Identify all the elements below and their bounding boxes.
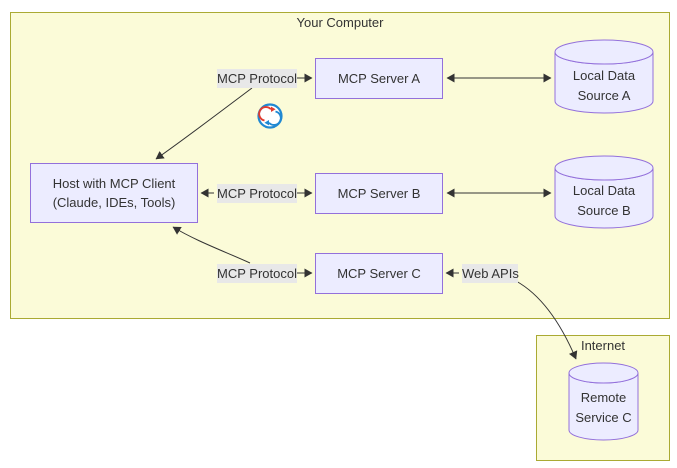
- your-computer-group-label: Your Computer: [296, 15, 384, 30]
- node-mcp-server-c: MCP Server C: [315, 253, 443, 294]
- edge-label-web-apis: Web APIs: [462, 264, 519, 283]
- node-local-data-source-a: Local Data Source A: [555, 66, 653, 106]
- node-remote-service-c: Remote Service C: [569, 388, 638, 428]
- node-local-data-source-b: Local Data Source B: [555, 181, 653, 221]
- ds-a-line1: Local: [572, 68, 604, 83]
- edge-label-mcp-protocol-c: MCP Protocol: [217, 264, 297, 283]
- edge-label-mcp-protocol-b: MCP Protocol: [217, 184, 297, 203]
- remote-c-line1: Remote: [580, 390, 627, 405]
- ds-b-line1: Local: [572, 183, 604, 198]
- edge-label-mcp-protocol-a: MCP Protocol: [217, 69, 297, 88]
- internet-group-label: Internet: [580, 338, 626, 353]
- remote-c-line2: Service C: [575, 410, 632, 425]
- node-host-line1: Host with MCP Client: [52, 176, 176, 191]
- node-mcp-server-a: MCP Server A: [315, 58, 443, 99]
- node-host: Host with MCP Client (Claude, IDEs, Tool…: [30, 163, 198, 223]
- node-host-line2: (Claude, IDEs, Tools): [52, 195, 176, 210]
- node-mcp-server-b: MCP Server B: [315, 173, 443, 214]
